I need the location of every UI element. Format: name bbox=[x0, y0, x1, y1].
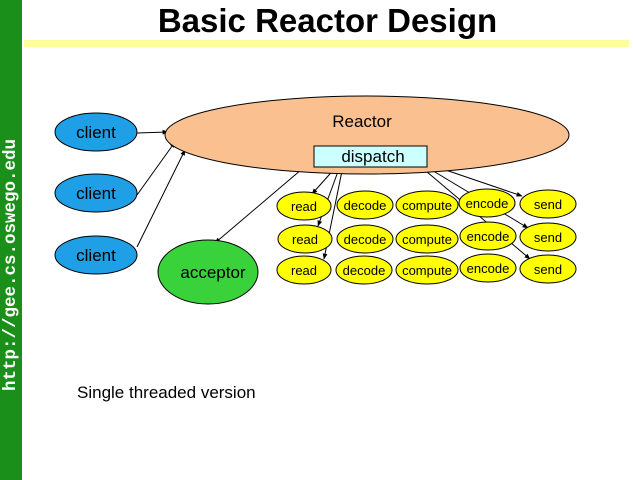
client-label: client bbox=[76, 184, 116, 203]
encode-node bbox=[458, 188, 516, 218]
page-title: Basic Reactor Design bbox=[157, 2, 498, 39]
send-label: send bbox=[534, 262, 562, 277]
clients: client client client bbox=[54, 112, 138, 275]
arrow-client3-reactor bbox=[136, 149, 186, 248]
read-label: read bbox=[291, 199, 317, 214]
read-label: read bbox=[291, 263, 317, 278]
send-node bbox=[519, 254, 577, 284]
send-node bbox=[519, 222, 577, 252]
send-label: send bbox=[534, 197, 562, 212]
decode-node bbox=[336, 224, 394, 254]
client-node bbox=[54, 112, 138, 152]
handler-row-3: read decode compute encode send bbox=[276, 253, 577, 285]
handler-row-1: read decode compute encode send bbox=[276, 188, 577, 221]
compute-label: compute bbox=[402, 198, 452, 213]
compute-node bbox=[395, 190, 459, 220]
client-node bbox=[54, 235, 138, 275]
read-node bbox=[276, 255, 332, 285]
acceptor-label: acceptor bbox=[180, 263, 246, 282]
read-node bbox=[277, 224, 333, 254]
dispatch-box bbox=[313, 145, 428, 168]
compute-label: compute bbox=[402, 263, 452, 278]
client-label: client bbox=[76, 123, 116, 142]
compute-label: compute bbox=[402, 232, 452, 247]
encode-node bbox=[459, 253, 517, 283]
client-label: client bbox=[76, 246, 116, 265]
title-underline bbox=[24, 40, 629, 47]
encode-label: encode bbox=[467, 229, 510, 244]
reactor-ellipse bbox=[164, 95, 570, 175]
reactor-label: Reactor bbox=[332, 112, 392, 131]
decode-label: decode bbox=[343, 263, 386, 278]
compute-node bbox=[395, 224, 459, 254]
caption-text: Single threaded version bbox=[77, 383, 256, 402]
decode-label: decode bbox=[344, 198, 387, 213]
sidebar-strip: http://gee.cs.oswego.edu bbox=[0, 0, 22, 480]
send-node bbox=[519, 189, 577, 219]
arrow-client1-reactor bbox=[136, 129, 169, 135]
handler-row-2: read decode compute encode send bbox=[277, 221, 577, 254]
encode-label: encode bbox=[466, 196, 509, 211]
encode-node bbox=[459, 221, 517, 251]
dispatch-label: dispatch bbox=[341, 147, 404, 166]
client-node bbox=[54, 173, 138, 213]
arrow-client2-reactor bbox=[136, 141, 176, 196]
read-node bbox=[276, 191, 332, 221]
decode-label: decode bbox=[344, 232, 387, 247]
read-label: read bbox=[292, 232, 318, 247]
acceptor-node bbox=[157, 239, 259, 305]
encode-label: encode bbox=[467, 261, 510, 276]
compute-node bbox=[395, 255, 459, 285]
send-label: send bbox=[534, 230, 562, 245]
decode-node bbox=[336, 190, 394, 220]
decode-node bbox=[335, 255, 393, 285]
